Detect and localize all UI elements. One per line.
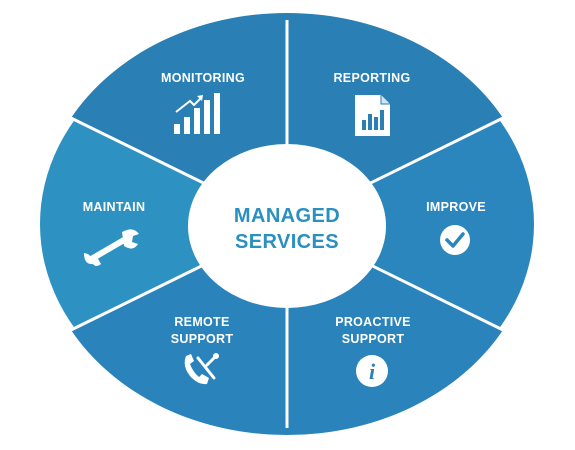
svg-text:i: i <box>369 359 376 384</box>
segment-remote-support: REMOTE SUPPORT <box>171 315 234 385</box>
bar-chart-growth-icon <box>174 93 220 134</box>
segment-monitoring: MONITORING <box>161 71 245 134</box>
segment-maintain: MAINTAIN <box>83 200 146 266</box>
segment-maintain-label: MAINTAIN <box>83 200 146 214</box>
center-title-line1: MANAGED <box>234 205 340 227</box>
segment-remote-support-label-line2: SUPPORT <box>171 332 234 346</box>
segment-proactive-support-label-line2: SUPPORT <box>342 332 405 346</box>
checkmark-circle-icon <box>440 225 470 255</box>
center-title-line2: SERVICES <box>235 231 339 253</box>
segment-reporting: REPORTING <box>333 71 410 136</box>
center-circle <box>188 144 386 308</box>
segment-reporting-label: REPORTING <box>333 71 410 85</box>
phone-tools-icon <box>184 353 219 385</box>
segment-remote-support-label-line1: REMOTE <box>174 315 229 329</box>
report-document-icon <box>355 95 390 136</box>
segment-proactive-support: PROACTIVE SUPPORT i <box>335 315 411 387</box>
wrench-icon <box>84 229 139 266</box>
segment-monitoring-label: MONITORING <box>161 71 245 85</box>
segment-improve: IMPROVE <box>426 200 486 255</box>
segment-improve-label: IMPROVE <box>426 200 486 214</box>
segment-proactive-support-label-line1: PROACTIVE <box>335 315 411 329</box>
info-circle-icon: i <box>356 355 388 387</box>
